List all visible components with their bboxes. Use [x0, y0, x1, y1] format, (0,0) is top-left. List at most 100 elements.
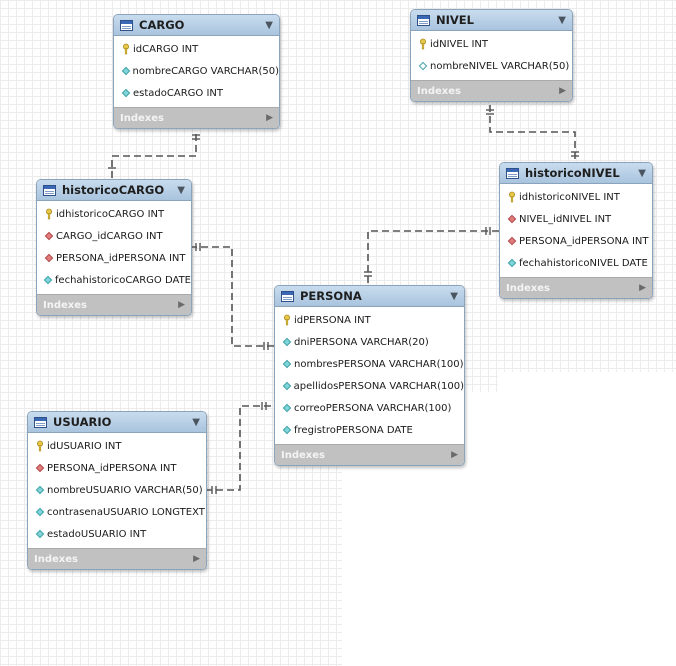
table-icon	[34, 416, 47, 428]
column-row[interactable]: PERSONA_idPERSONA INT	[37, 247, 191, 269]
table-historicocargo[interactable]: historicoCARGO ▼ idhistoricoCARGO INT CARGO…	[36, 179, 192, 316]
column-row[interactable]: NIVEL_idNIVEL INT	[500, 208, 652, 230]
table-header[interactable]: PERSONA▼	[275, 286, 464, 307]
indexes-section[interactable]: Indexes▶	[28, 548, 206, 569]
column-row[interactable]: idPERSONA INT	[275, 309, 464, 331]
primary-key-icon	[34, 440, 46, 452]
indexes-section[interactable]: Indexes▶	[37, 294, 191, 315]
primary-key-icon	[43, 208, 55, 220]
column-label: fechahistoricoNIVEL DATE	[519, 257, 648, 269]
column-row[interactable]: dniPERSONA VARCHAR(20)	[275, 331, 464, 353]
column-row[interactable]: idhistoricoCARGO INT	[37, 203, 191, 225]
table-name: USUARIO	[53, 415, 112, 429]
column-label: contrasenaUSUARIO LONGTEXT	[47, 506, 205, 518]
expand-triangle-icon[interactable]: ▶	[451, 450, 458, 460]
indexes-label: Indexes	[506, 282, 550, 294]
column-row[interactable]: estadoCARGO INT	[114, 82, 279, 104]
column-icon	[281, 359, 293, 369]
column-row[interactable]: contrasenaUSUARIO LONGTEXT	[28, 501, 206, 523]
indexes-section[interactable]: Indexes ▶	[500, 277, 652, 298]
table-icon	[417, 14, 430, 26]
column-row[interactable]: idhistoricoNIVEL INT	[500, 186, 652, 208]
table-header[interactable]: NIVEL ▼	[411, 10, 572, 31]
column-icon	[281, 403, 293, 413]
column-icon	[34, 507, 46, 517]
indexes-section[interactable]: Indexes▶	[114, 107, 279, 128]
expand-triangle-icon[interactable]: ▶	[266, 113, 273, 123]
column-label: nombreUSUARIO VARCHAR(50)	[47, 484, 203, 496]
table-icon	[120, 19, 133, 31]
collapse-triangle-icon[interactable]: ▼	[450, 290, 458, 302]
table-cargo[interactable]: CARGO ▼ idCARGO INT nombreCARGO VARCHAR(50)…	[113, 14, 280, 129]
foreign-key-icon	[43, 231, 55, 241]
column-label: apellidosPERSONA VARCHAR(100)	[293, 380, 464, 392]
column-row[interactable]: idCARGO INT	[114, 38, 279, 60]
table-header[interactable]: historicoNIVEL▼	[500, 163, 652, 184]
column-label: nombresPERSONA VARCHAR(100)	[294, 358, 464, 370]
column-row[interactable]: PERSONA_idPERSONA INT	[500, 230, 652, 252]
column-row[interactable]: idNIVEL INT	[411, 33, 572, 55]
table-name: NIVEL	[436, 13, 474, 27]
column-label: idCARGO INT	[133, 43, 199, 55]
column-label: idPERSONA INT	[294, 314, 371, 326]
column-label: CARGO_idCARGO INT	[56, 230, 163, 242]
foreign-key-icon	[43, 253, 55, 263]
column-row[interactable]: nombreUSUARIO VARCHAR(50)	[28, 479, 206, 501]
indexes-section[interactable]: Indexes ▶	[275, 444, 464, 465]
collapse-triangle-icon[interactable]: ▼	[558, 14, 566, 26]
column-row[interactable]: nombreNIVEL VARCHAR(50)	[411, 55, 572, 77]
column-label: nombreNIVEL VARCHAR(50)	[430, 60, 570, 72]
rel-historiconivel-persona	[367, 230, 499, 284]
column-icon	[120, 66, 132, 76]
column-row[interactable]: apellidosPERSONA VARCHAR(100)	[275, 375, 464, 397]
table-header[interactable]: CARGO ▼	[114, 15, 279, 36]
column-label: idhistoricoCARGO INT	[56, 208, 165, 220]
column-label: estadoCARGO INT	[133, 87, 223, 99]
column-label: fregistroPERSONA DATE	[294, 424, 413, 436]
primary-key-icon	[281, 314, 293, 326]
column-row[interactable]: estadoUSUARIO INT	[28, 523, 206, 545]
column-icon	[43, 275, 54, 285]
nullable-column-icon	[417, 61, 429, 71]
column-row[interactable]: CARGO_idCARGO INT	[37, 225, 191, 247]
column-row[interactable]: fechahistoricoCARGO DATE	[37, 269, 191, 291]
foreign-key-icon	[34, 463, 46, 473]
column-row[interactable]: correoPERSONA VARCHAR(100)	[275, 397, 464, 419]
column-row[interactable]: idUSUARIO INT	[28, 435, 206, 457]
expand-triangle-icon[interactable]: ▶	[193, 554, 200, 564]
primary-key-icon	[506, 191, 518, 203]
column-icon	[281, 337, 293, 347]
column-row[interactable]: nombreCARGO VARCHAR(50)	[114, 60, 279, 82]
column-row[interactable]: fechahistoricoNIVEL DATE	[500, 252, 652, 274]
collapse-triangle-icon[interactable]: ▼	[177, 184, 185, 196]
collapse-triangle-icon[interactable]: ▼	[265, 19, 273, 31]
column-row[interactable]: fregistroPERSONA DATE	[275, 419, 464, 441]
indexes-label: Indexes	[417, 85, 461, 97]
table-header[interactable]: USUARIO ▼	[28, 412, 206, 433]
column-row[interactable]: nombresPERSONA VARCHAR(100)	[275, 353, 464, 375]
collapse-triangle-icon[interactable]: ▼	[192, 416, 200, 428]
column-label: correoPERSONA VARCHAR(100)	[294, 402, 452, 414]
table-header[interactable]: historicoCARGO ▼	[37, 180, 191, 201]
table-name: CARGO	[139, 18, 185, 32]
column-icon	[34, 485, 46, 495]
column-icon	[281, 425, 293, 435]
expand-triangle-icon[interactable]: ▶	[639, 283, 646, 293]
expand-triangle-icon[interactable]: ▶	[559, 86, 566, 96]
table-name: historicoCARGO	[62, 183, 165, 197]
expand-triangle-icon[interactable]: ▶	[178, 300, 185, 310]
indexes-section[interactable]: Indexes ▶	[411, 80, 572, 101]
column-label: PERSONA_idPERSONA INT	[519, 235, 649, 247]
column-label: dniPERSONA VARCHAR(20)	[294, 336, 429, 348]
foreign-key-icon	[506, 214, 518, 224]
indexes-label: Indexes	[281, 449, 325, 461]
column-label: fechahistoricoCARGO DATE	[54, 274, 191, 286]
table-persona[interactable]: PERSONA▼ idPERSONA INT dniPERSONA VARCHAR(…	[274, 285, 465, 466]
column-label: PERSONA_idPERSONA INT	[56, 252, 186, 264]
collapse-triangle-icon[interactable]: ▼	[638, 167, 646, 179]
table-nivel[interactable]: NIVEL ▼ idNIVEL INT nombreNIVEL VARCHAR(50)…	[410, 9, 573, 102]
column-row[interactable]: PERSONA_idPERSONA INT	[28, 457, 206, 479]
